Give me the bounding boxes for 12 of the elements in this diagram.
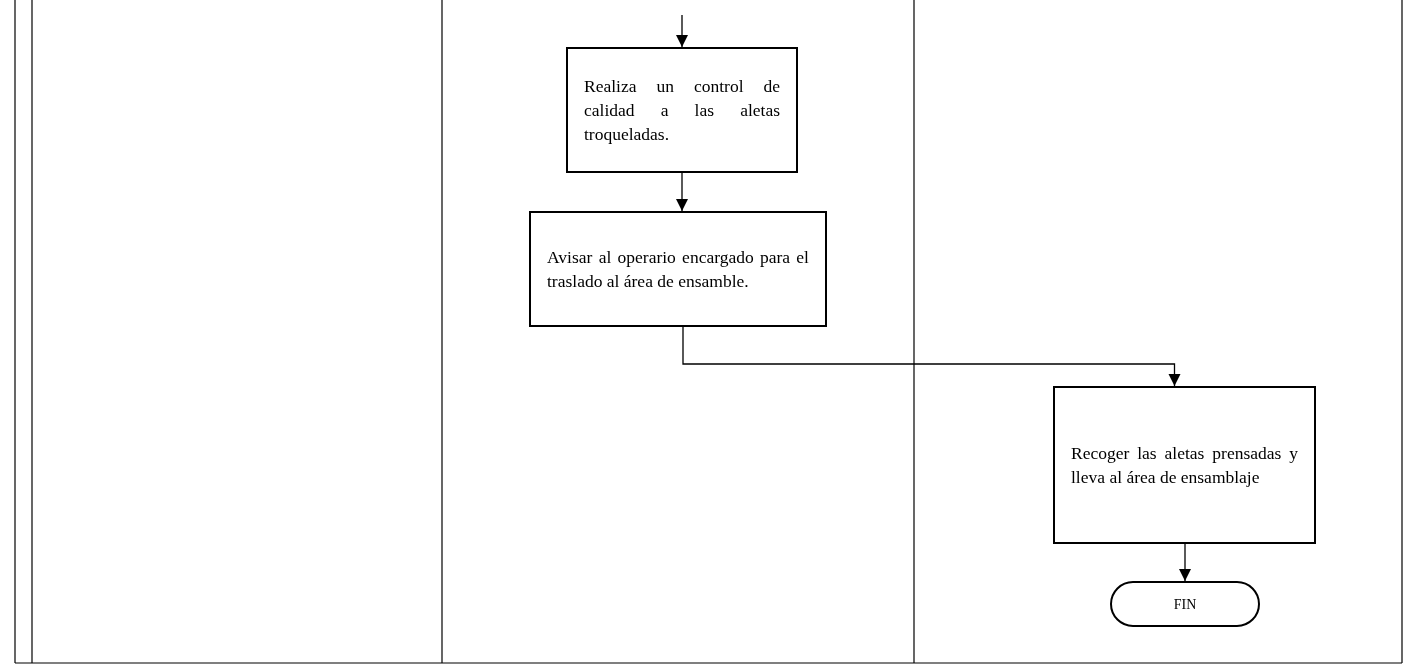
step-text: Avisar al operario encargado para el traslado al área de ensamble.	[547, 246, 809, 293]
terminator-label: FIN	[1173, 595, 1197, 614]
step-text: Realiza un control de calidad a las aletas troqueladas.	[584, 75, 780, 146]
arrow	[676, 14, 688, 48]
process-box	[1053, 386, 1316, 544]
process-box	[529, 211, 827, 327]
process-box	[566, 47, 798, 173]
arrow	[676, 172, 688, 212]
terminator	[1110, 581, 1260, 627]
arrow	[682, 326, 1181, 387]
arrow	[1179, 543, 1191, 582]
step-text: Recoger las aletas prensadas y lleva al área de ensamblaje	[1071, 442, 1298, 489]
